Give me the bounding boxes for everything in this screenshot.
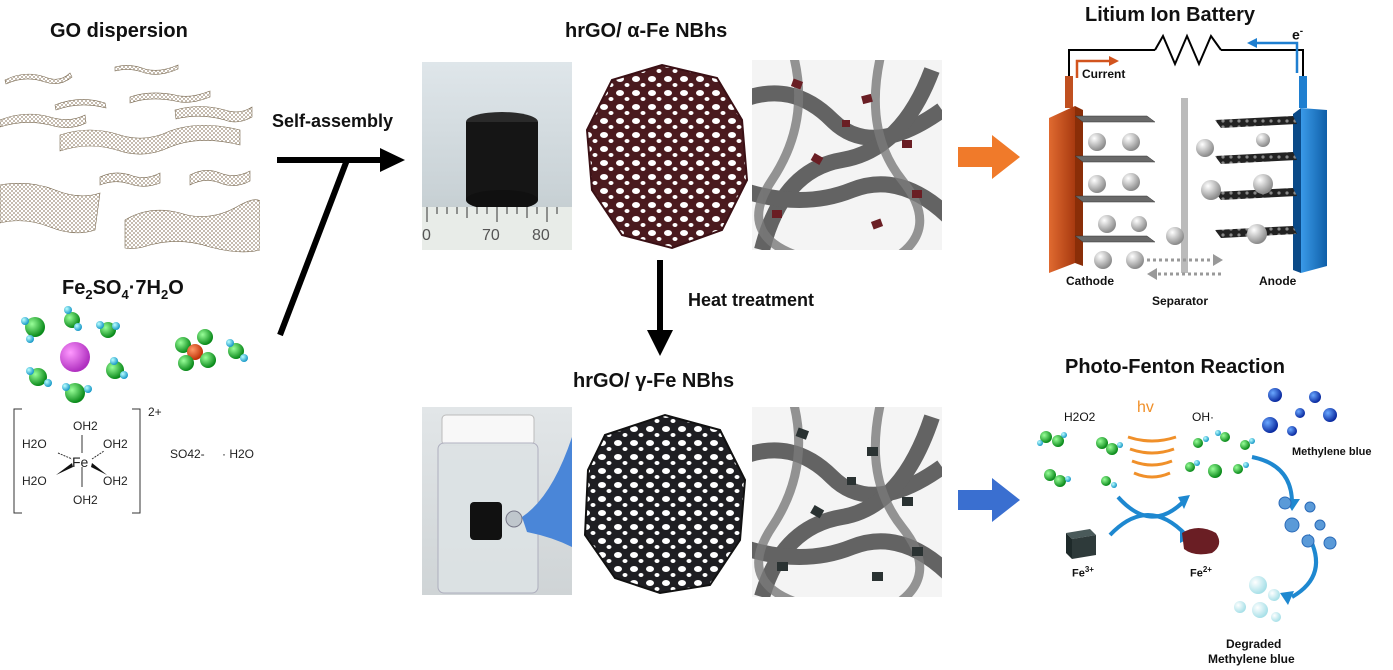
gamma-foam-structure	[580, 410, 748, 595]
self-assembly-arrow	[277, 148, 405, 337]
electron-label: e-	[1292, 26, 1304, 43]
current-label: Current	[1082, 67, 1126, 81]
gamma-photo	[422, 407, 572, 595]
battery-illustration	[1035, 28, 1370, 313]
alpha-schematic	[752, 60, 942, 250]
h2o2-label: H2O2	[1064, 410, 1096, 424]
alpha-title: hrGO/ α-Fe NBhs	[565, 20, 728, 42]
heat-treatment-label: Heat treatment	[688, 290, 815, 310]
fenton-illustration	[1030, 385, 1392, 640]
fe-aqua-complex: OH2 H2O OH2 Fe H2O OH2 OH2 2+ SO42- · H2…	[10, 407, 270, 517]
gamma-schematic	[752, 407, 942, 597]
methylene-blue-label: Methylene blue	[1292, 446, 1372, 458]
oh-radical-label: OH·	[1192, 410, 1214, 424]
degraded-label-2: Methylene blue	[1208, 652, 1295, 666]
blue-block-arrow	[958, 478, 1020, 522]
battery-title: Litium Ion Battery	[1085, 4, 1256, 26]
ruler-tick-70: 70	[482, 227, 500, 244]
alpha-foam-structure	[582, 60, 750, 250]
go-sheets-illustration	[0, 55, 260, 255]
heat-treatment-arrow	[647, 260, 673, 356]
self-assembly-label: Self-assembly	[272, 111, 394, 131]
hydrated-molecules	[10, 305, 260, 410]
alpha-photo: 0 70 80	[422, 62, 572, 250]
anode-label: Anode	[1259, 274, 1297, 288]
fe2-label: Fe2+	[1190, 565, 1212, 580]
ruler-tick-0: 0	[422, 227, 431, 244]
fenton-title: Photo-Fenton Reaction	[1065, 356, 1285, 378]
go-dispersion-title: GO dispersion	[50, 20, 188, 42]
fe3-label: Fe3+	[1072, 565, 1094, 580]
cathode-label: Cathode	[1066, 274, 1114, 288]
hv-label: hv	[1137, 399, 1154, 416]
orange-block-arrow	[958, 135, 1020, 179]
gamma-title: hrGO/ γ-Fe NBhs	[573, 370, 735, 392]
iron-salt-formula: Fe2SO4·7H2O	[62, 277, 184, 302]
degraded-label-1: Degraded	[1226, 637, 1282, 651]
ruler-tick-80: 80	[532, 227, 550, 244]
separator-label: Separator	[1152, 294, 1209, 308]
fe-center: Fe	[72, 454, 89, 470]
